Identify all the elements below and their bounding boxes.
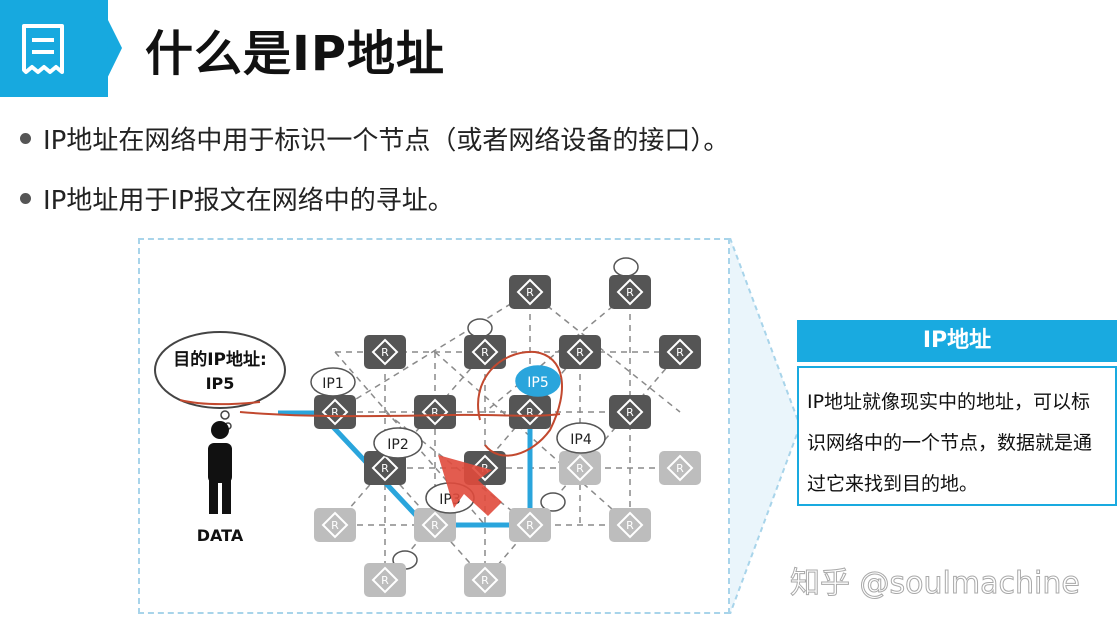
page-title: 什么是IP地址 bbox=[145, 26, 446, 82]
router-icon: R bbox=[559, 451, 601, 485]
router-glyph: R bbox=[526, 519, 534, 532]
router-icon: R bbox=[364, 335, 406, 369]
ip2-bubble: IP2 bbox=[373, 427, 423, 459]
bullet-text: IP地址在网络中用于标识一个节点（或者网络设备的接口）。 bbox=[43, 126, 730, 156]
router-glyph: R bbox=[481, 574, 489, 587]
network-diagram-canvas: RRRRRRRRRRRRRRRRRRRR IP1 IP2 IP3 IP4 IP5 bbox=[154, 257, 701, 597]
router-glyph: R bbox=[526, 286, 534, 299]
router-glyph: R bbox=[676, 462, 684, 475]
router-icon: R bbox=[509, 395, 551, 429]
routers-layer: RRRRRRRRRRRRRRRRRRRR bbox=[314, 275, 701, 597]
router-glyph: R bbox=[526, 406, 534, 419]
router-icon: R bbox=[659, 451, 701, 485]
router-glyph: R bbox=[331, 519, 339, 532]
cloud-value: IP5 bbox=[206, 374, 235, 393]
document-icon bbox=[22, 24, 64, 74]
ip2-label: IP2 bbox=[387, 437, 408, 453]
pointer-arrow bbox=[438, 455, 502, 516]
router-icon: R bbox=[414, 508, 456, 542]
router-icon: R bbox=[509, 275, 551, 309]
router-icon: R bbox=[609, 275, 651, 309]
destination-cloud: 目的IP地址: IP5 bbox=[154, 331, 286, 430]
router-icon: R bbox=[414, 395, 456, 429]
router-glyph: R bbox=[626, 286, 634, 299]
router-glyph: R bbox=[626, 406, 634, 419]
router-glyph: R bbox=[431, 519, 439, 532]
ip5-label: IP5 bbox=[527, 375, 548, 391]
router-icon: R bbox=[609, 395, 651, 429]
info-panel-heading: IP地址 bbox=[797, 320, 1117, 362]
router-icon: R bbox=[559, 335, 601, 369]
bullet-item: IP地址在网络中用于标识一个节点（或者网络设备的接口）。 bbox=[20, 120, 729, 157]
ip4-label: IP4 bbox=[570, 432, 592, 448]
router-glyph: R bbox=[576, 346, 584, 359]
person-label: DATA bbox=[197, 526, 244, 545]
bullet-text: IP地址用于IP报文在网络中的寻址。 bbox=[43, 186, 454, 216]
router-glyph: R bbox=[676, 346, 684, 359]
router-icon: R bbox=[464, 563, 506, 597]
router-icon: R bbox=[659, 335, 701, 369]
header-band bbox=[0, 0, 108, 97]
router-icon: R bbox=[314, 395, 356, 429]
router-glyph: R bbox=[626, 519, 634, 532]
cloud-label: 目的IP地址: bbox=[173, 349, 267, 370]
bullet-item: IP地址用于IP报文在网络中的寻址。 bbox=[20, 180, 454, 217]
ip5-bubble: IP5 bbox=[515, 365, 561, 397]
ip4-bubble: IP4 bbox=[556, 422, 606, 454]
host-bubbles bbox=[392, 257, 639, 570]
router-icon: R bbox=[609, 508, 651, 542]
router-icon: R bbox=[364, 451, 406, 485]
header-chevron bbox=[88, 0, 122, 97]
router-icon: R bbox=[364, 563, 406, 597]
router-icon: R bbox=[509, 508, 551, 542]
router-icon: R bbox=[464, 335, 506, 369]
ip1-label: IP1 bbox=[322, 376, 343, 392]
connector-wedge bbox=[730, 238, 800, 614]
bullet-dot bbox=[20, 133, 31, 144]
router-icon: R bbox=[314, 508, 356, 542]
router-glyph: R bbox=[431, 406, 439, 419]
router-glyph: R bbox=[381, 462, 389, 475]
info-panel: IP地址就像现实中的地址，可以标识网络中的一个节点，数据就是通过它来找到目的地。 bbox=[797, 366, 1117, 506]
router-glyph: R bbox=[381, 346, 389, 359]
handwritten-annotations bbox=[179, 350, 563, 457]
router-glyph: R bbox=[381, 574, 389, 587]
bullet-dot bbox=[20, 193, 31, 204]
watermark: 知乎 @soulmachine bbox=[790, 566, 1081, 602]
person-figure: DATA bbox=[197, 421, 244, 545]
router-glyph: R bbox=[481, 346, 489, 359]
info-panel-body: IP地址就像现实中的地址，可以标识网络中的一个节点，数据就是通过它来找到目的地。 bbox=[807, 391, 1093, 495]
router-glyph: R bbox=[576, 462, 584, 475]
network-diagram: RRRRRRRRRRRRRRRRRRRR IP1 IP2 IP3 IP4 IP5 bbox=[138, 238, 730, 614]
ip1-bubble: IP1 bbox=[310, 367, 356, 397]
router-glyph: R bbox=[331, 406, 339, 419]
